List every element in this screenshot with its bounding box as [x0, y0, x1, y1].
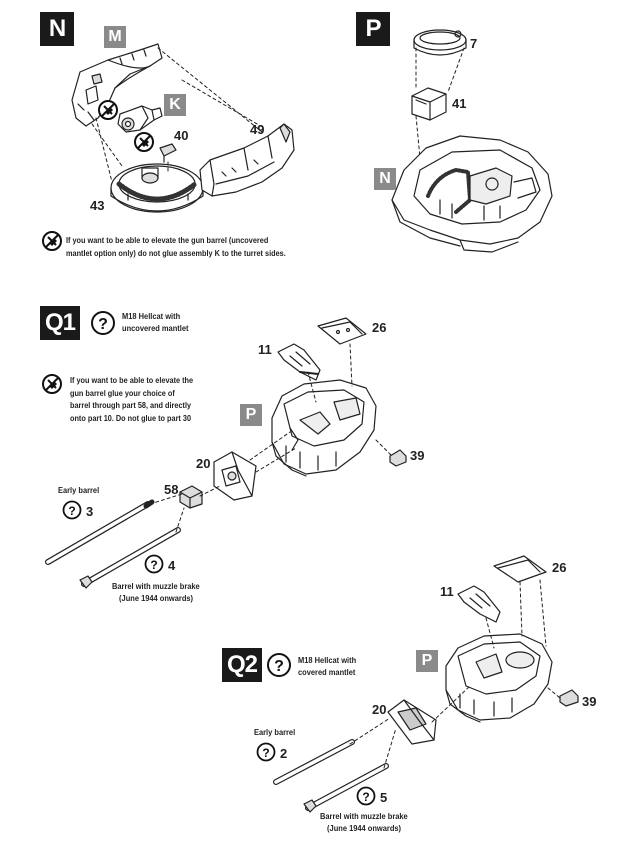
- part-39-q2: [559, 689, 579, 707]
- no-glue-icon: [42, 374, 62, 394]
- question-icon: ?: [256, 742, 276, 762]
- part-58: [179, 485, 203, 509]
- svg-text:?: ?: [150, 558, 157, 572]
- q2-variant-title: M18 Hellcat with covered mantlet: [298, 654, 356, 678]
- part-11-q1: [277, 343, 321, 381]
- no-glue-icon: [98, 100, 118, 120]
- ring-7: [413, 29, 467, 56]
- no-glue-icon: [134, 132, 154, 152]
- part-number: 20: [196, 456, 211, 471]
- part-number: 49: [250, 122, 265, 137]
- caption-line: uncovered mantlet: [122, 323, 189, 333]
- part-11-q2: [457, 585, 501, 623]
- svg-text:?: ?: [362, 790, 369, 804]
- part-26-q1: [317, 317, 367, 345]
- part-39-q1: [389, 449, 407, 467]
- step-m-badge: M: [104, 26, 126, 48]
- step-n-note: If you want to be able to elevate the gu…: [66, 234, 350, 259]
- part-26-q2: [493, 555, 547, 583]
- part-number: 5: [380, 790, 388, 805]
- mantlet-20-q1: [213, 451, 257, 501]
- muzzle-brake-label: Barrel with muzzle brake (June 1944 onwa…: [320, 810, 408, 834]
- part-number: 39: [582, 694, 597, 709]
- svg-text:?: ?: [262, 746, 269, 760]
- no-glue-icon: [42, 231, 62, 251]
- part-number: 26: [552, 560, 567, 575]
- step-q2-badge: Q2: [222, 648, 262, 682]
- caption-line: Barrel with muzzle brake: [112, 581, 200, 591]
- barrel-2: [273, 739, 355, 785]
- part-number: 41: [452, 96, 467, 111]
- turret-assembled-p: [391, 135, 553, 253]
- part-number: 11: [258, 342, 272, 357]
- caption-line: (June 1944 onwards): [119, 593, 194, 603]
- step-n-ref-badge: N: [374, 168, 396, 190]
- part-number: 39: [410, 448, 425, 463]
- step-n-badge: N: [40, 12, 74, 46]
- step-q1-badge: Q1: [40, 306, 80, 340]
- turret-ring-43: [110, 163, 204, 213]
- note-line: barrel through part 58, and directly: [70, 400, 192, 410]
- caption-line: M18 Hellcat with: [122, 311, 181, 321]
- part-40: [159, 143, 177, 163]
- part-number: 2: [280, 746, 288, 761]
- step-p-ref-badge-q1: P: [240, 404, 262, 426]
- assembly-k: [117, 105, 163, 133]
- part-number: 43: [90, 198, 105, 213]
- turret-q2: [445, 633, 553, 723]
- part-number: 3: [86, 504, 94, 519]
- early-barrel-label: Early barrel: [58, 485, 100, 495]
- question-icon: ?: [267, 653, 291, 677]
- caption-line: M18 Hellcat with: [298, 655, 357, 665]
- question-icon: ?: [356, 786, 376, 806]
- step-p-badge: P: [356, 12, 390, 46]
- muzzle-brake-label: Barrel with muzzle brake (June 1944 onwa…: [112, 580, 200, 604]
- block-41: [411, 87, 447, 121]
- caption-line: Barrel with muzzle brake: [320, 811, 408, 821]
- turret-side-m: [71, 43, 163, 127]
- turret-side-49: [199, 123, 295, 197]
- question-icon: ?: [91, 311, 115, 335]
- barrel-4: [79, 527, 181, 589]
- note-line: mantlet option only) do not glue assembl…: [66, 247, 286, 258]
- step-q1-note: If you want to be able to elevate the gu…: [70, 374, 242, 424]
- step-p-ref-badge-q2: P: [416, 650, 438, 672]
- note-line: If you want to be able to elevate the: [70, 375, 194, 385]
- svg-text:?: ?: [98, 316, 108, 333]
- part-number: 7: [470, 36, 478, 51]
- note-line: If you want to be able to elevate the gu…: [66, 235, 269, 245]
- part-number: 11: [440, 584, 454, 599]
- mantlet-20-q2: [387, 699, 437, 745]
- barrel-5: [303, 763, 389, 813]
- part-number: 4: [168, 558, 176, 573]
- early-barrel-label: Early barrel: [254, 727, 296, 737]
- question-icon: ?: [144, 554, 164, 574]
- question-icon: ?: [62, 500, 82, 520]
- svg-text:?: ?: [274, 658, 284, 675]
- caption-line: covered mantlet: [298, 667, 356, 677]
- svg-text:?: ?: [68, 504, 75, 518]
- part-number: 40: [174, 128, 189, 143]
- q1-variant-title: M18 Hellcat with uncovered mantlet: [122, 310, 189, 334]
- caption-line: (June 1944 onwards): [327, 823, 402, 833]
- barrel-3: [45, 499, 155, 565]
- part-number: 20: [372, 702, 387, 717]
- part-number: 58: [164, 482, 179, 497]
- part-number: 26: [372, 320, 387, 335]
- step-k-badge: K: [164, 94, 186, 116]
- turret-q1: [271, 379, 377, 477]
- note-line: onto part 10. Do not glue to part 30: [70, 412, 192, 423]
- note-line: gun barrel glue your choice of: [70, 387, 175, 398]
